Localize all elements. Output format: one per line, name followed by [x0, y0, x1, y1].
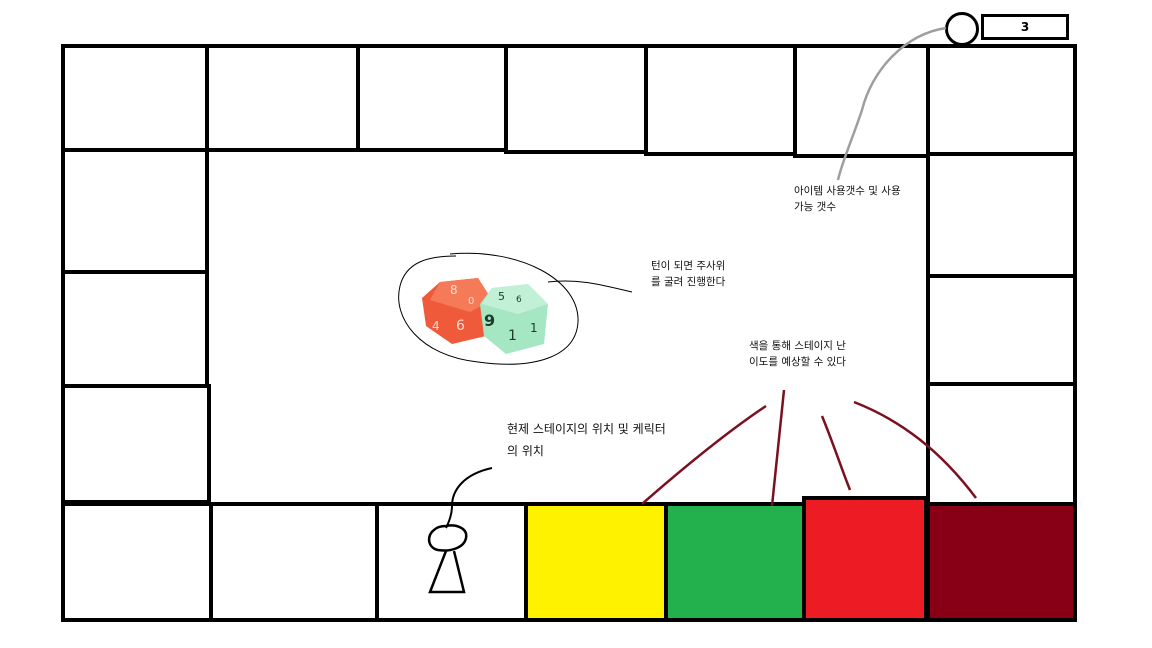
- item-count-display: 3: [981, 14, 1069, 40]
- board-tile-top-5: [644, 44, 797, 156]
- board-tile-top-3: [356, 44, 508, 152]
- dice-callout-line: [547, 280, 633, 293]
- position-callout-line: [445, 467, 493, 529]
- item-counter-note-line-1: 아이템 사용갯수 및 사용: [794, 185, 901, 197]
- red-die-face-0: 8: [450, 283, 458, 297]
- difficulty-note-line-2: 이도를 예상할 수 있다: [749, 356, 846, 368]
- item-counter-note-line-2: 가능 갯수: [794, 201, 836, 213]
- board-tile-left-1: [61, 148, 209, 274]
- stage-tile-easy: [524, 502, 668, 622]
- board-tile-corner-top-right: [926, 44, 1077, 156]
- player-pawn-icon: [427, 524, 468, 594]
- board-tile-bottom-1: [61, 502, 213, 622]
- red-die-icon: 8 0 4 6: [422, 278, 492, 344]
- dice-highlight-oval: [398, 252, 579, 365]
- item-counter-note: 아이템 사용갯수 및 사용 가능 갯수: [794, 183, 901, 215]
- stage-tile-extreme: [926, 502, 1077, 622]
- red-die-face-3: 6: [456, 318, 465, 334]
- difficulty-callout-lines: [641, 389, 977, 507]
- red-die-face-1: 0: [468, 296, 474, 307]
- dice-note-line-2: 를 굴려 진행한다: [651, 276, 726, 288]
- stage-tile-hard: [802, 496, 928, 622]
- difficulty-note: 색을 통해 스테이지 난 이도를 예상할 수 있다: [749, 338, 846, 370]
- board-tile-top-2: [205, 44, 360, 152]
- board-tile-top-1: [61, 44, 209, 152]
- dice-note-line-1: 턴이 되면 주사위: [651, 260, 726, 272]
- green-die-face-1: 6: [516, 295, 522, 305]
- dice-note: 턴이 되면 주사위 를 굴려 진행한다: [651, 258, 725, 290]
- item-token-icon: [945, 12, 979, 46]
- board-tile-right-1: [926, 152, 1077, 278]
- position-note-line-2: 의 위치: [507, 444, 544, 458]
- difficulty-note-line-1: 색을 통해 스테이지 난: [749, 340, 846, 352]
- position-note-line-1: 현제 스테이지의 위치 및 케릭터: [507, 422, 666, 436]
- green-die-face-3: 1: [508, 328, 517, 344]
- position-note: 현제 스테이지의 위치 및 케릭터 의 위치: [507, 418, 666, 462]
- red-die-face-2: 4: [432, 319, 440, 333]
- green-die-face-2: 9: [484, 311, 495, 330]
- green-die-face-0: 5: [498, 290, 505, 303]
- board-tile-left-2: [61, 270, 209, 388]
- item-counter-callout-line: [836, 26, 947, 181]
- green-die-face-4: 1: [530, 321, 538, 335]
- green-die-icon: 5 6 9 1 1: [480, 284, 548, 354]
- board-tile-right-2: [926, 274, 1077, 386]
